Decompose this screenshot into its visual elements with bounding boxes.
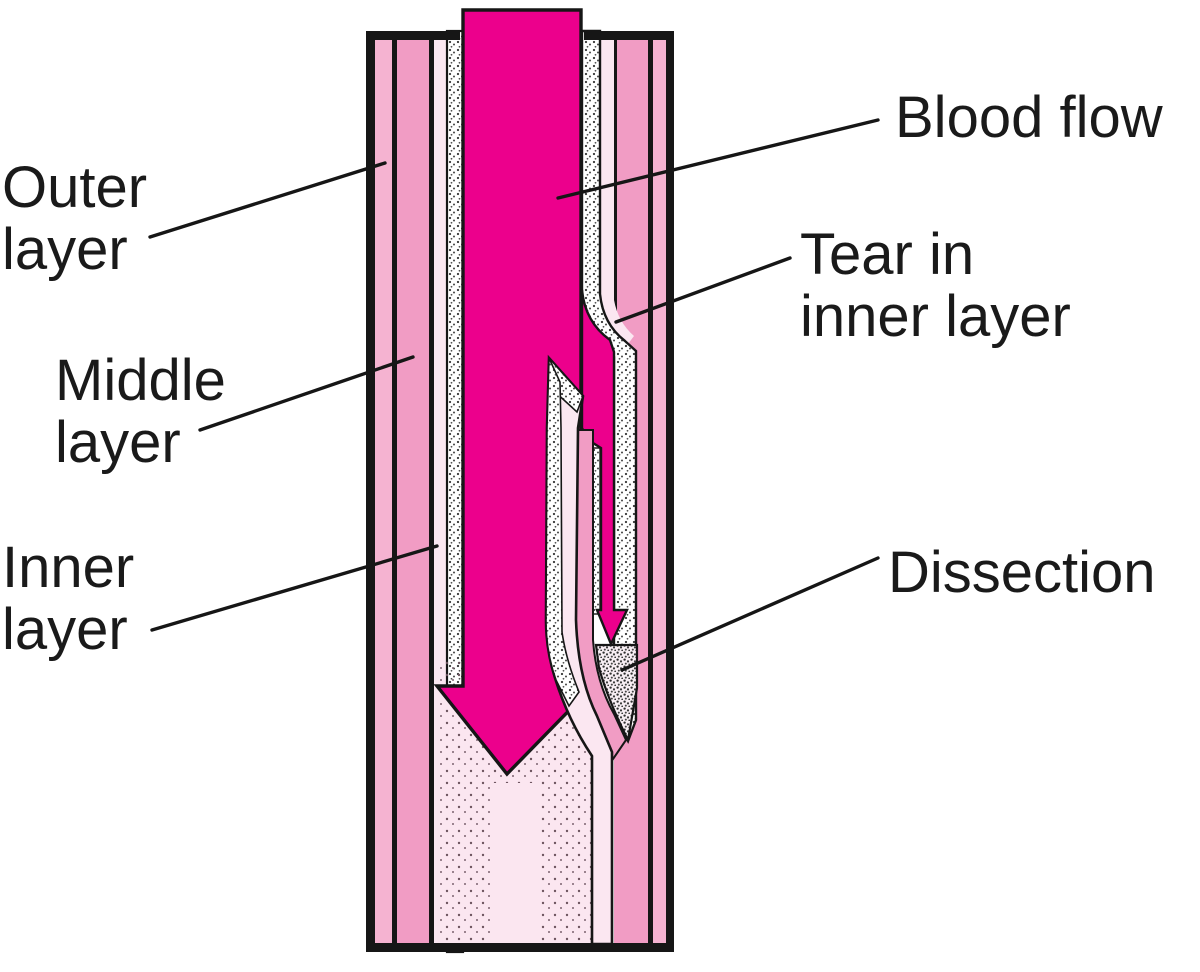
tear-pale-wedge — [598, 300, 634, 352]
left-wall-top-cap — [366, 31, 460, 40]
inner-layer-flap — [544, 354, 614, 946]
inner-layer-label-line2: layer — [2, 597, 128, 662]
labels: Outer layer Middle layer Inner layer Blo… — [2, 85, 1164, 662]
dissection-label: Dissection — [888, 540, 1156, 605]
middle-layer-leader-line — [198, 355, 415, 432]
right-wall-top-cap — [584, 31, 674, 40]
blood-flow-label: Blood flow — [895, 85, 1164, 150]
middle-layer-label-line1: Middle — [55, 348, 226, 413]
right-outer-edge — [666, 31, 674, 952]
inner-layer-label-line1: Inner — [2, 535, 134, 600]
outer-layer-label-line1: Outer — [2, 155, 147, 220]
vessel-bottom-cap — [366, 943, 674, 952]
outer-layer-leader-line — [148, 161, 387, 239]
channel-left-stipple — [592, 447, 601, 615]
lumen-stipple-right — [540, 783, 593, 941]
outer-layer-label-line2: layer — [2, 217, 128, 282]
tear-leader-line — [614, 256, 792, 324]
middle-layer-label-line2: layer — [55, 410, 181, 475]
left-middle-layer-band — [397, 31, 429, 952]
inner-layer-leader-line — [150, 544, 439, 632]
right-outer-layer-band — [652, 31, 666, 952]
left-divider-1 — [392, 31, 397, 952]
blood-flow-leader-line — [556, 118, 880, 200]
dissection-leader-line — [620, 556, 880, 672]
right-divider-1 — [648, 31, 653, 952]
right-divider-2 — [613, 31, 617, 316]
lumen-stipple-left — [438, 783, 492, 941]
tear-label-line2: inner layer — [800, 284, 1071, 349]
left-outer-layer-band — [375, 31, 392, 952]
left-outer-edge — [366, 31, 375, 952]
flap-stipple-band — [545, 357, 580, 708]
right-pale-band — [598, 31, 614, 309]
left-divider-2 — [429, 31, 434, 952]
leader-lines — [148, 118, 880, 672]
tear-label-line1: Tear in — [800, 222, 974, 287]
